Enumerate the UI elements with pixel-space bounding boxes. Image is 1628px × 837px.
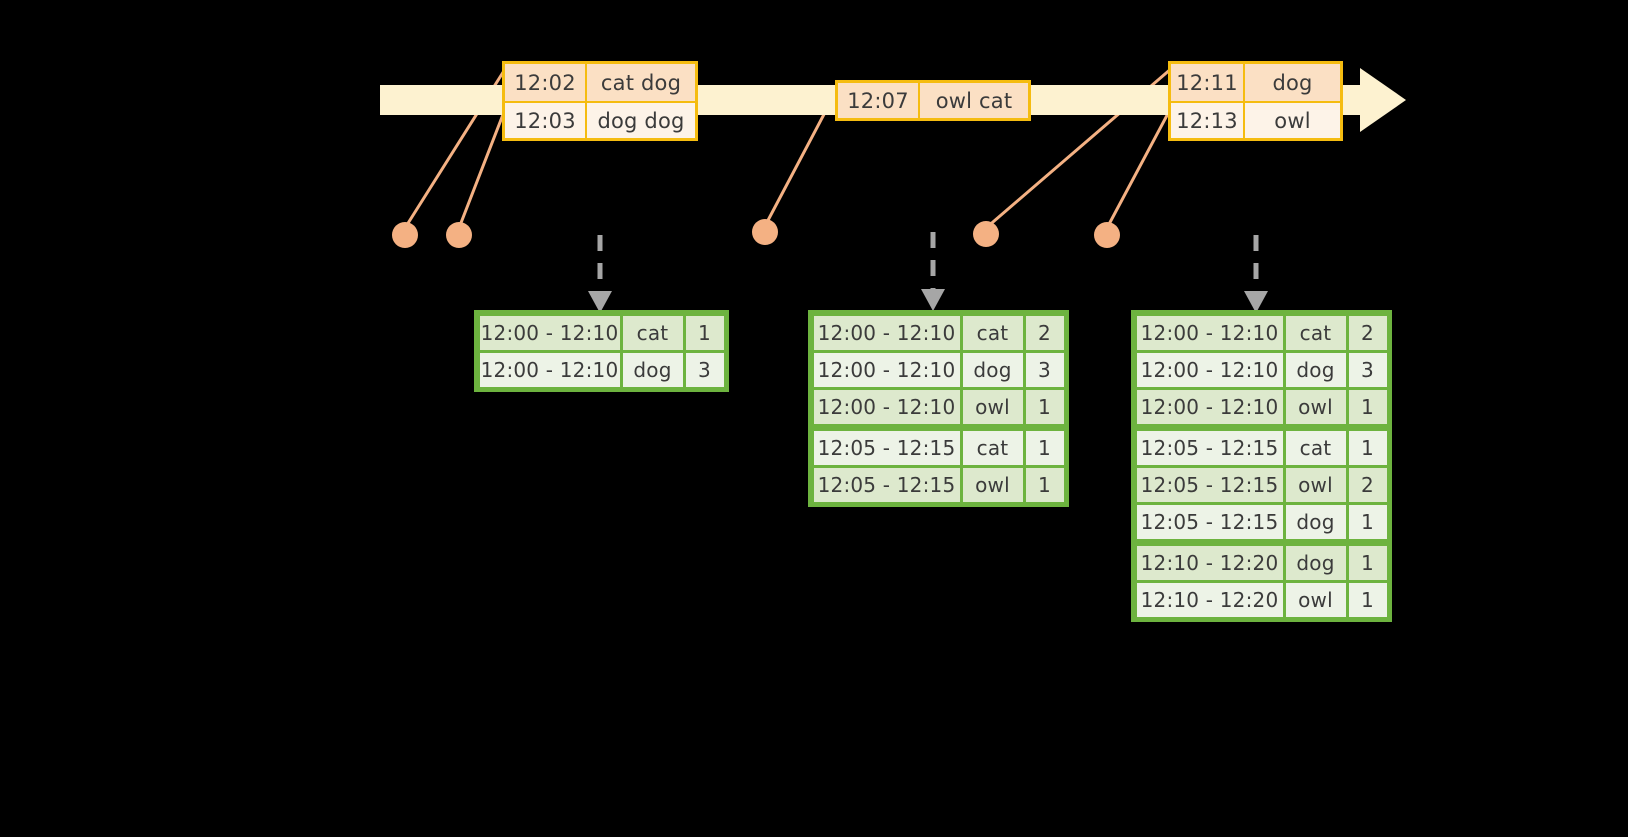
event-text: dog dog (597, 108, 685, 133)
count-cell: 1 (1025, 430, 1064, 465)
event-row[interactable]: 12:13 owl (1171, 101, 1340, 138)
count-cell: 1 (1025, 389, 1064, 424)
connector-dot-2 (446, 222, 472, 248)
event-row[interactable]: 12:11 dog (1171, 64, 1340, 101)
event-group-3[interactable]: 12:11 dog 12:13 owl (1168, 61, 1343, 141)
key-cell: dog (1285, 504, 1346, 539)
count-cell: 3 (685, 352, 724, 387)
window-cell: 12:00 - 12:10 (813, 389, 960, 424)
key-cell: cat (1285, 315, 1346, 350)
key-cell: dog (1285, 545, 1346, 580)
key-cell: cat (962, 430, 1023, 465)
event-time: 12:03 (505, 103, 587, 138)
event-text: owl cat (935, 88, 1013, 113)
key-cell: owl (962, 467, 1023, 502)
key-cell: dog (962, 352, 1023, 387)
window-cell: 12:00 - 12:10 (813, 352, 960, 387)
count-cell: 2 (1025, 315, 1064, 350)
count-cell: 2 (1348, 315, 1387, 350)
connector-dot-4 (973, 221, 999, 247)
event-row[interactable]: 12:02 cat dog (505, 64, 695, 101)
count-cell: 1 (1348, 582, 1387, 617)
event-time: 12:13 (1171, 103, 1245, 138)
count-cell: 1 (1348, 430, 1387, 465)
window-cell: 12:00 - 12:10 (479, 352, 620, 387)
window-cell: 12:00 - 12:10 (1136, 389, 1283, 424)
connector-dot-3 (752, 219, 778, 245)
count-cell: 1 (685, 315, 724, 350)
key-cell: owl (1285, 467, 1346, 502)
key-cell: cat (962, 315, 1023, 350)
event-group-2[interactable]: 12:07 owl cat (835, 80, 1031, 121)
count-cell: 3 (1025, 352, 1064, 387)
window-cell: 12:05 - 12:15 (1136, 430, 1283, 465)
count-cell: 1 (1348, 545, 1387, 580)
event-row[interactable]: 12:07 owl cat (838, 83, 1028, 118)
window-cell: 12:00 - 12:10 (479, 315, 620, 350)
key-cell: cat (622, 315, 683, 350)
event-text: dog (1272, 70, 1313, 95)
window-cell: 12:00 - 12:10 (1136, 315, 1283, 350)
window-cell: 12:00 - 12:10 (813, 315, 960, 350)
down-arrow-head-2 (921, 289, 945, 311)
key-cell: dog (1285, 352, 1346, 387)
event-group-1[interactable]: 12:02 cat dog 12:03 dog dog (502, 61, 698, 141)
count-cell: 3 (1348, 352, 1387, 387)
event-text: owl (1274, 108, 1311, 133)
key-cell: owl (962, 389, 1023, 424)
window-cell: 12:10 - 12:20 (1136, 582, 1283, 617)
event-time: 12:02 (505, 64, 587, 101)
window-cell: 12:10 - 12:20 (1136, 545, 1283, 580)
count-cell: 1 (1348, 389, 1387, 424)
key-cell: dog (622, 352, 683, 387)
connector-dot-5 (1094, 222, 1120, 248)
key-cell: cat (1285, 430, 1346, 465)
count-cell: 1 (1348, 504, 1387, 539)
window-cell: 12:00 - 12:10 (1136, 352, 1283, 387)
window-cell: 12:05 - 12:15 (813, 467, 960, 502)
window-cell: 12:05 - 12:15 (1136, 504, 1283, 539)
connector-dot-1 (392, 222, 418, 248)
count-cell: 1 (1025, 467, 1064, 502)
window-cell: 12:05 - 12:15 (813, 430, 960, 465)
key-cell: owl (1285, 389, 1346, 424)
key-cell: owl (1285, 582, 1346, 617)
event-text: cat dog (600, 70, 682, 95)
event-time: 12:11 (1171, 64, 1245, 101)
count-cell: 2 (1348, 467, 1387, 502)
event-time-axis-arrowhead (1360, 68, 1406, 132)
leader-line-2 (457, 110, 506, 230)
event-row[interactable]: 12:03 dog dog (505, 101, 695, 138)
event-time: 12:07 (838, 83, 920, 118)
window-cell: 12:05 - 12:15 (1136, 467, 1283, 502)
leader-line-5 (1105, 104, 1174, 230)
